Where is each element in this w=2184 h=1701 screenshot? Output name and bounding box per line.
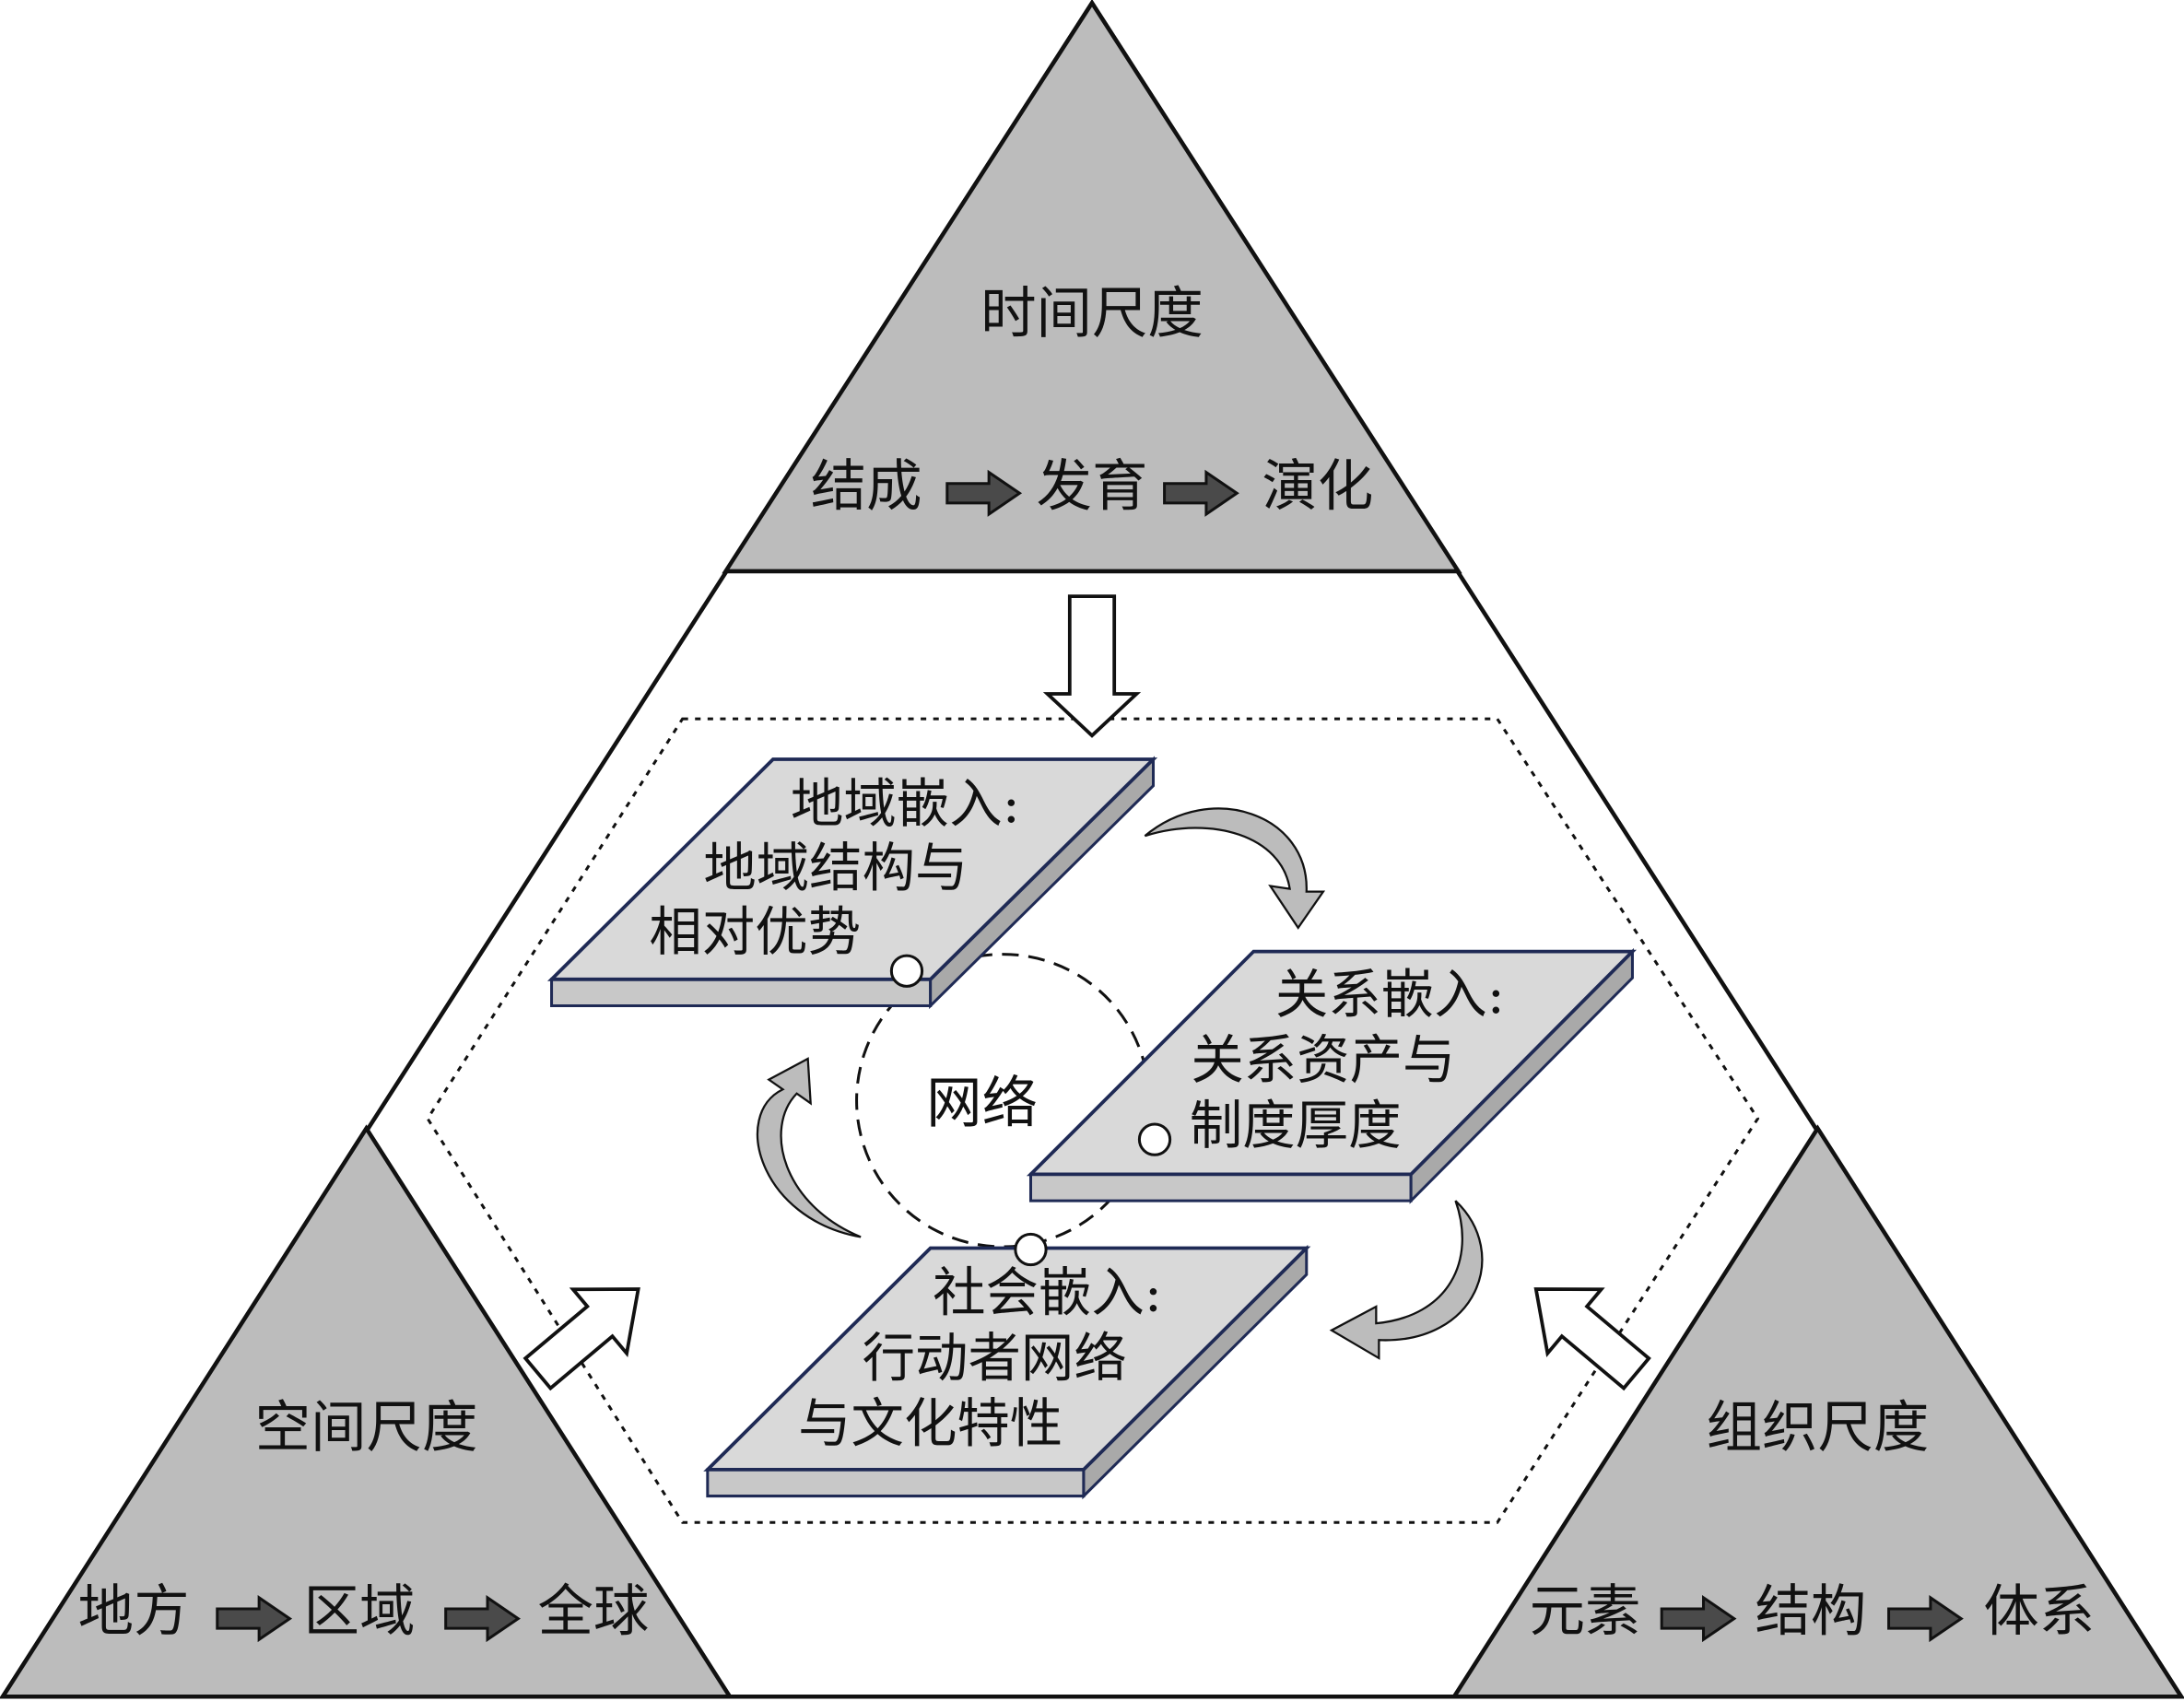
node-circle — [1014, 1232, 1048, 1267]
time-step-2: 发育 — [1037, 454, 1148, 519]
network-hexagon — [426, 717, 1760, 1524]
plate-title: 关系嵌入: — [1275, 964, 1505, 1026]
plate-text: 关系资产与 — [1191, 1029, 1455, 1091]
space-step-3: 全球 — [537, 1579, 649, 1644]
plate-title: 地域嵌入: — [791, 773, 1020, 835]
plate-text: 相对优势 — [649, 901, 861, 963]
curved-arrow-icon — [1329, 1200, 1484, 1360]
space-step-1: 地方 — [78, 1579, 190, 1644]
plate-relational-embeddedness: 关系嵌入: 关系资产与 制度厚度 — [1026, 947, 1637, 1204]
down-arrow-icon — [1042, 594, 1142, 738]
plate-territorial-embeddedness: 地域嵌入: 地域结构与 相对优势 — [546, 756, 1158, 1010]
plate-text: 制度厚度 — [1190, 1095, 1402, 1156]
curved-arrow-icon — [756, 1057, 862, 1238]
time-scale-triangle — [722, 0, 1462, 574]
organization-scale-title: 组织尺度 — [1707, 1396, 1930, 1461]
plate-title: 社会嵌入: — [933, 1261, 1162, 1323]
up-right-arrow-icon — [523, 1287, 640, 1391]
space-scale-title: 空间尺度 — [255, 1396, 478, 1461]
organization-step-2: 结构 — [1755, 1579, 1866, 1644]
plate-text: 地域结构与 — [703, 837, 968, 898]
node-circle — [1137, 1122, 1172, 1156]
curved-arrow-icon — [1144, 807, 1326, 930]
up-left-arrow-icon — [1533, 1287, 1651, 1391]
organization-step-1: 元素 — [1530, 1579, 1641, 1644]
plate-text: 与文化特性 — [798, 1393, 1063, 1455]
space-scale-triangle — [0, 1124, 734, 1699]
organization-step-3: 体系 — [1983, 1579, 2095, 1644]
time-step-1: 结成 — [811, 454, 922, 519]
plate-social-embeddedness: 社会嵌入: 行动者网络 与文化特性 — [703, 1244, 1311, 1500]
organization-scale-triangle — [1450, 1124, 2184, 1699]
node-circle — [889, 954, 924, 988]
time-scale-title: 时间尺度 — [980, 281, 1204, 346]
space-step-2: 区域 — [304, 1579, 416, 1644]
plate-text: 行动者网络 — [863, 1327, 1127, 1389]
network-label: 网络 — [926, 1071, 1038, 1135]
time-step-3: 演化 — [1262, 454, 1373, 519]
